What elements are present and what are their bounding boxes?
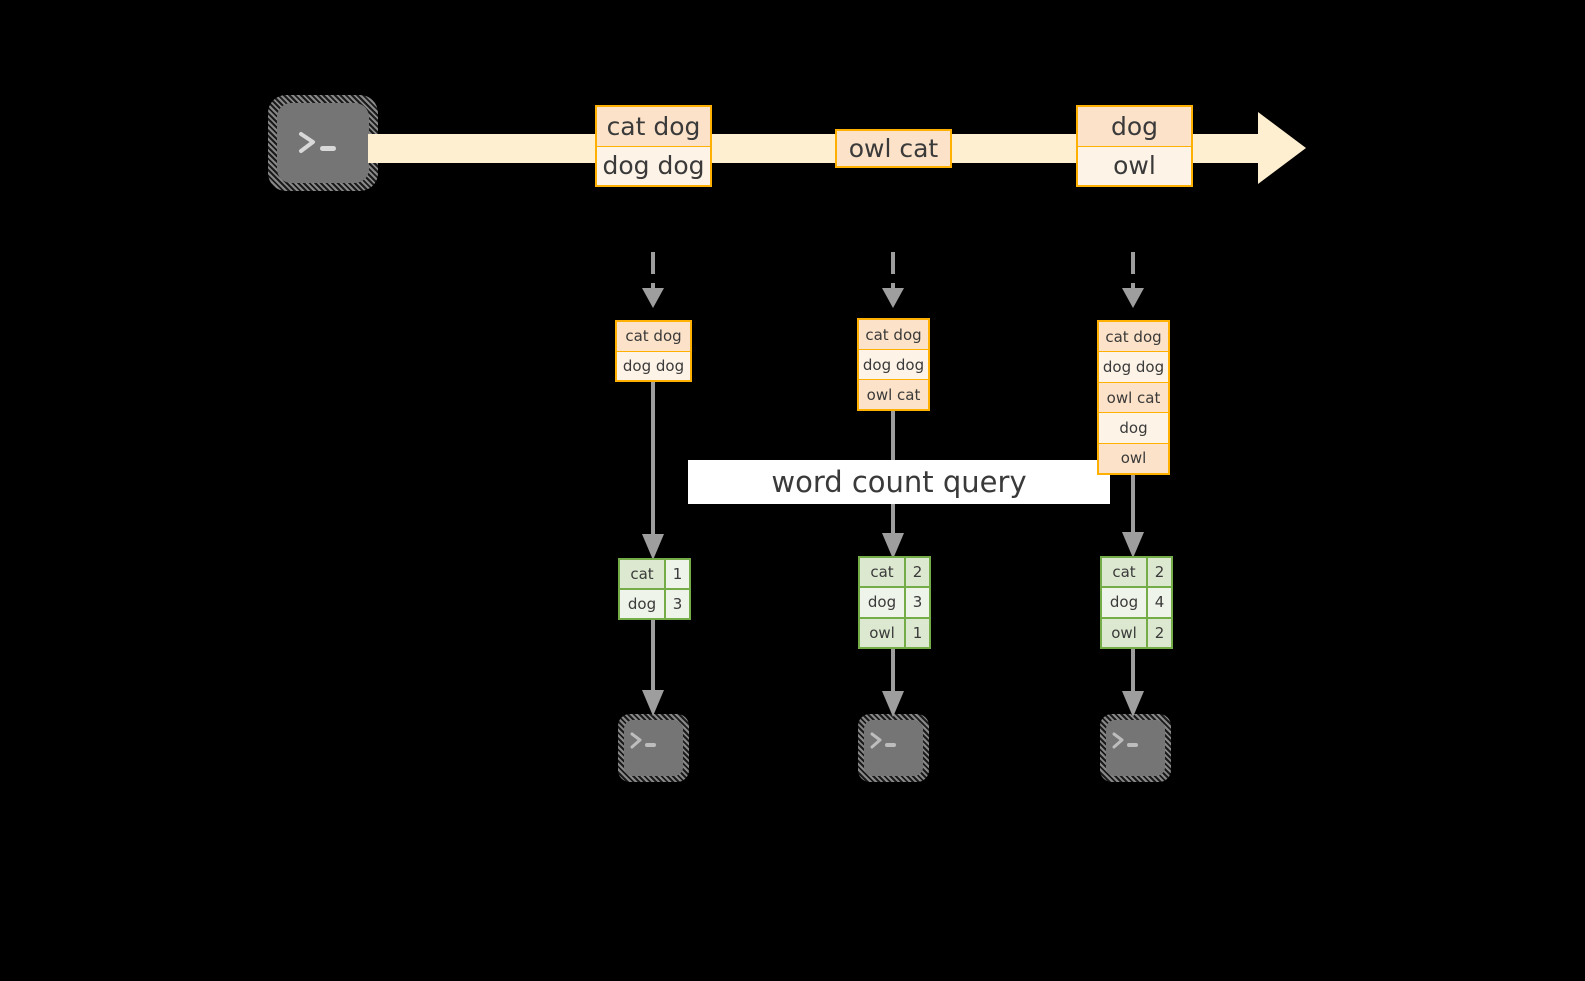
result-word: owl: [860, 618, 906, 647]
sink-terminal-icon-2: [858, 714, 929, 782]
stream-record-line: cat dog: [597, 107, 710, 147]
result-table-1: cat 1 dog 3: [618, 558, 691, 620]
result-row: dog 3: [620, 590, 689, 618]
result-row: owl 2: [1102, 618, 1171, 647]
source-terminal-icon: [268, 95, 378, 191]
stream-to-snapshot-connector-2: [873, 252, 913, 320]
terminal-prompt-glyph: [870, 732, 896, 749]
result-word: dog: [860, 588, 906, 617]
result-word: cat: [860, 558, 906, 587]
snapshot-row: dog dog: [1099, 352, 1168, 383]
result-word: dog: [620, 590, 666, 618]
result-table-3: cat 2 dog 4 owl 2: [1100, 556, 1173, 649]
snapshot-row: cat dog: [1099, 322, 1168, 353]
snapshot-row: cat dog: [859, 320, 928, 350]
terminal-body: [277, 103, 369, 183]
result-count: 2: [1148, 558, 1171, 587]
snapshot-row: cat dog: [617, 322, 690, 352]
terminal-prompt-glyph: [299, 132, 336, 153]
snapshot-row: dog dog: [617, 351, 690, 380]
result-to-sink-connector-1: [633, 620, 673, 718]
snapshot-row: dog dog: [859, 350, 928, 380]
result-word: cat: [1102, 558, 1148, 587]
snapshot-row: owl cat: [859, 380, 928, 409]
result-count: 1: [666, 560, 689, 588]
snapshot-table-1: cat dog dog dog: [615, 320, 692, 382]
result-to-sink-connector-3: [1113, 649, 1153, 719]
result-count: 4: [1148, 588, 1171, 617]
result-row: cat 1: [620, 560, 689, 590]
stream-to-snapshot-connector-1: [633, 252, 673, 320]
result-row: cat 2: [1102, 558, 1171, 589]
label-text: word count query: [771, 465, 1027, 499]
result-word: cat: [620, 560, 666, 588]
stream-record-2: owl cat: [835, 129, 952, 168]
result-row: dog 3: [860, 588, 929, 619]
result-to-sink-connector-2: [873, 649, 913, 719]
sink-terminal-icon-3: [1100, 714, 1171, 782]
stream-record-3: dog owl: [1076, 105, 1193, 187]
snapshot-table-2: cat dog dog dog owl cat: [857, 318, 930, 411]
stream-to-snapshot-connector-3: [1113, 252, 1153, 320]
result-count: 3: [666, 590, 689, 618]
terminal-body: [1106, 720, 1165, 776]
result-row: dog 4: [1102, 588, 1171, 619]
sink-terminal-icon-1: [618, 714, 689, 782]
terminal-prompt-glyph: [630, 732, 656, 749]
snapshot-row: dog: [1099, 413, 1168, 444]
stream-arrow-head: [1258, 112, 1306, 184]
terminal-body: [624, 720, 683, 776]
snapshot-to-result-connector-3: [1113, 475, 1153, 560]
result-count: 2: [906, 558, 929, 587]
result-count: 2: [1148, 618, 1171, 647]
result-word: dog: [1102, 588, 1148, 617]
result-word: owl: [1102, 618, 1148, 647]
result-table-2: cat 2 dog 3 owl 1: [858, 556, 931, 649]
stream-record-line: owl cat: [837, 131, 950, 166]
stream-record-1: cat dog dog dog: [595, 105, 712, 187]
terminal-body: [864, 720, 923, 776]
result-row: cat 2: [860, 558, 929, 589]
stream-record-line: dog: [1078, 107, 1191, 147]
word-count-query-label: word count query: [688, 460, 1110, 504]
snapshot-to-result-connector-1: [633, 382, 673, 562]
result-row: owl 1: [860, 618, 929, 647]
result-count: 1: [906, 618, 929, 647]
snapshot-table-3: cat dog dog dog owl cat dog owl: [1097, 320, 1170, 475]
stream-record-line: owl: [1078, 146, 1191, 185]
stream-record-line: dog dog: [597, 146, 710, 185]
terminal-prompt-glyph: [1112, 732, 1138, 749]
snapshot-row: owl: [1099, 443, 1168, 474]
result-count: 3: [906, 588, 929, 617]
snapshot-row: owl cat: [1099, 382, 1168, 414]
